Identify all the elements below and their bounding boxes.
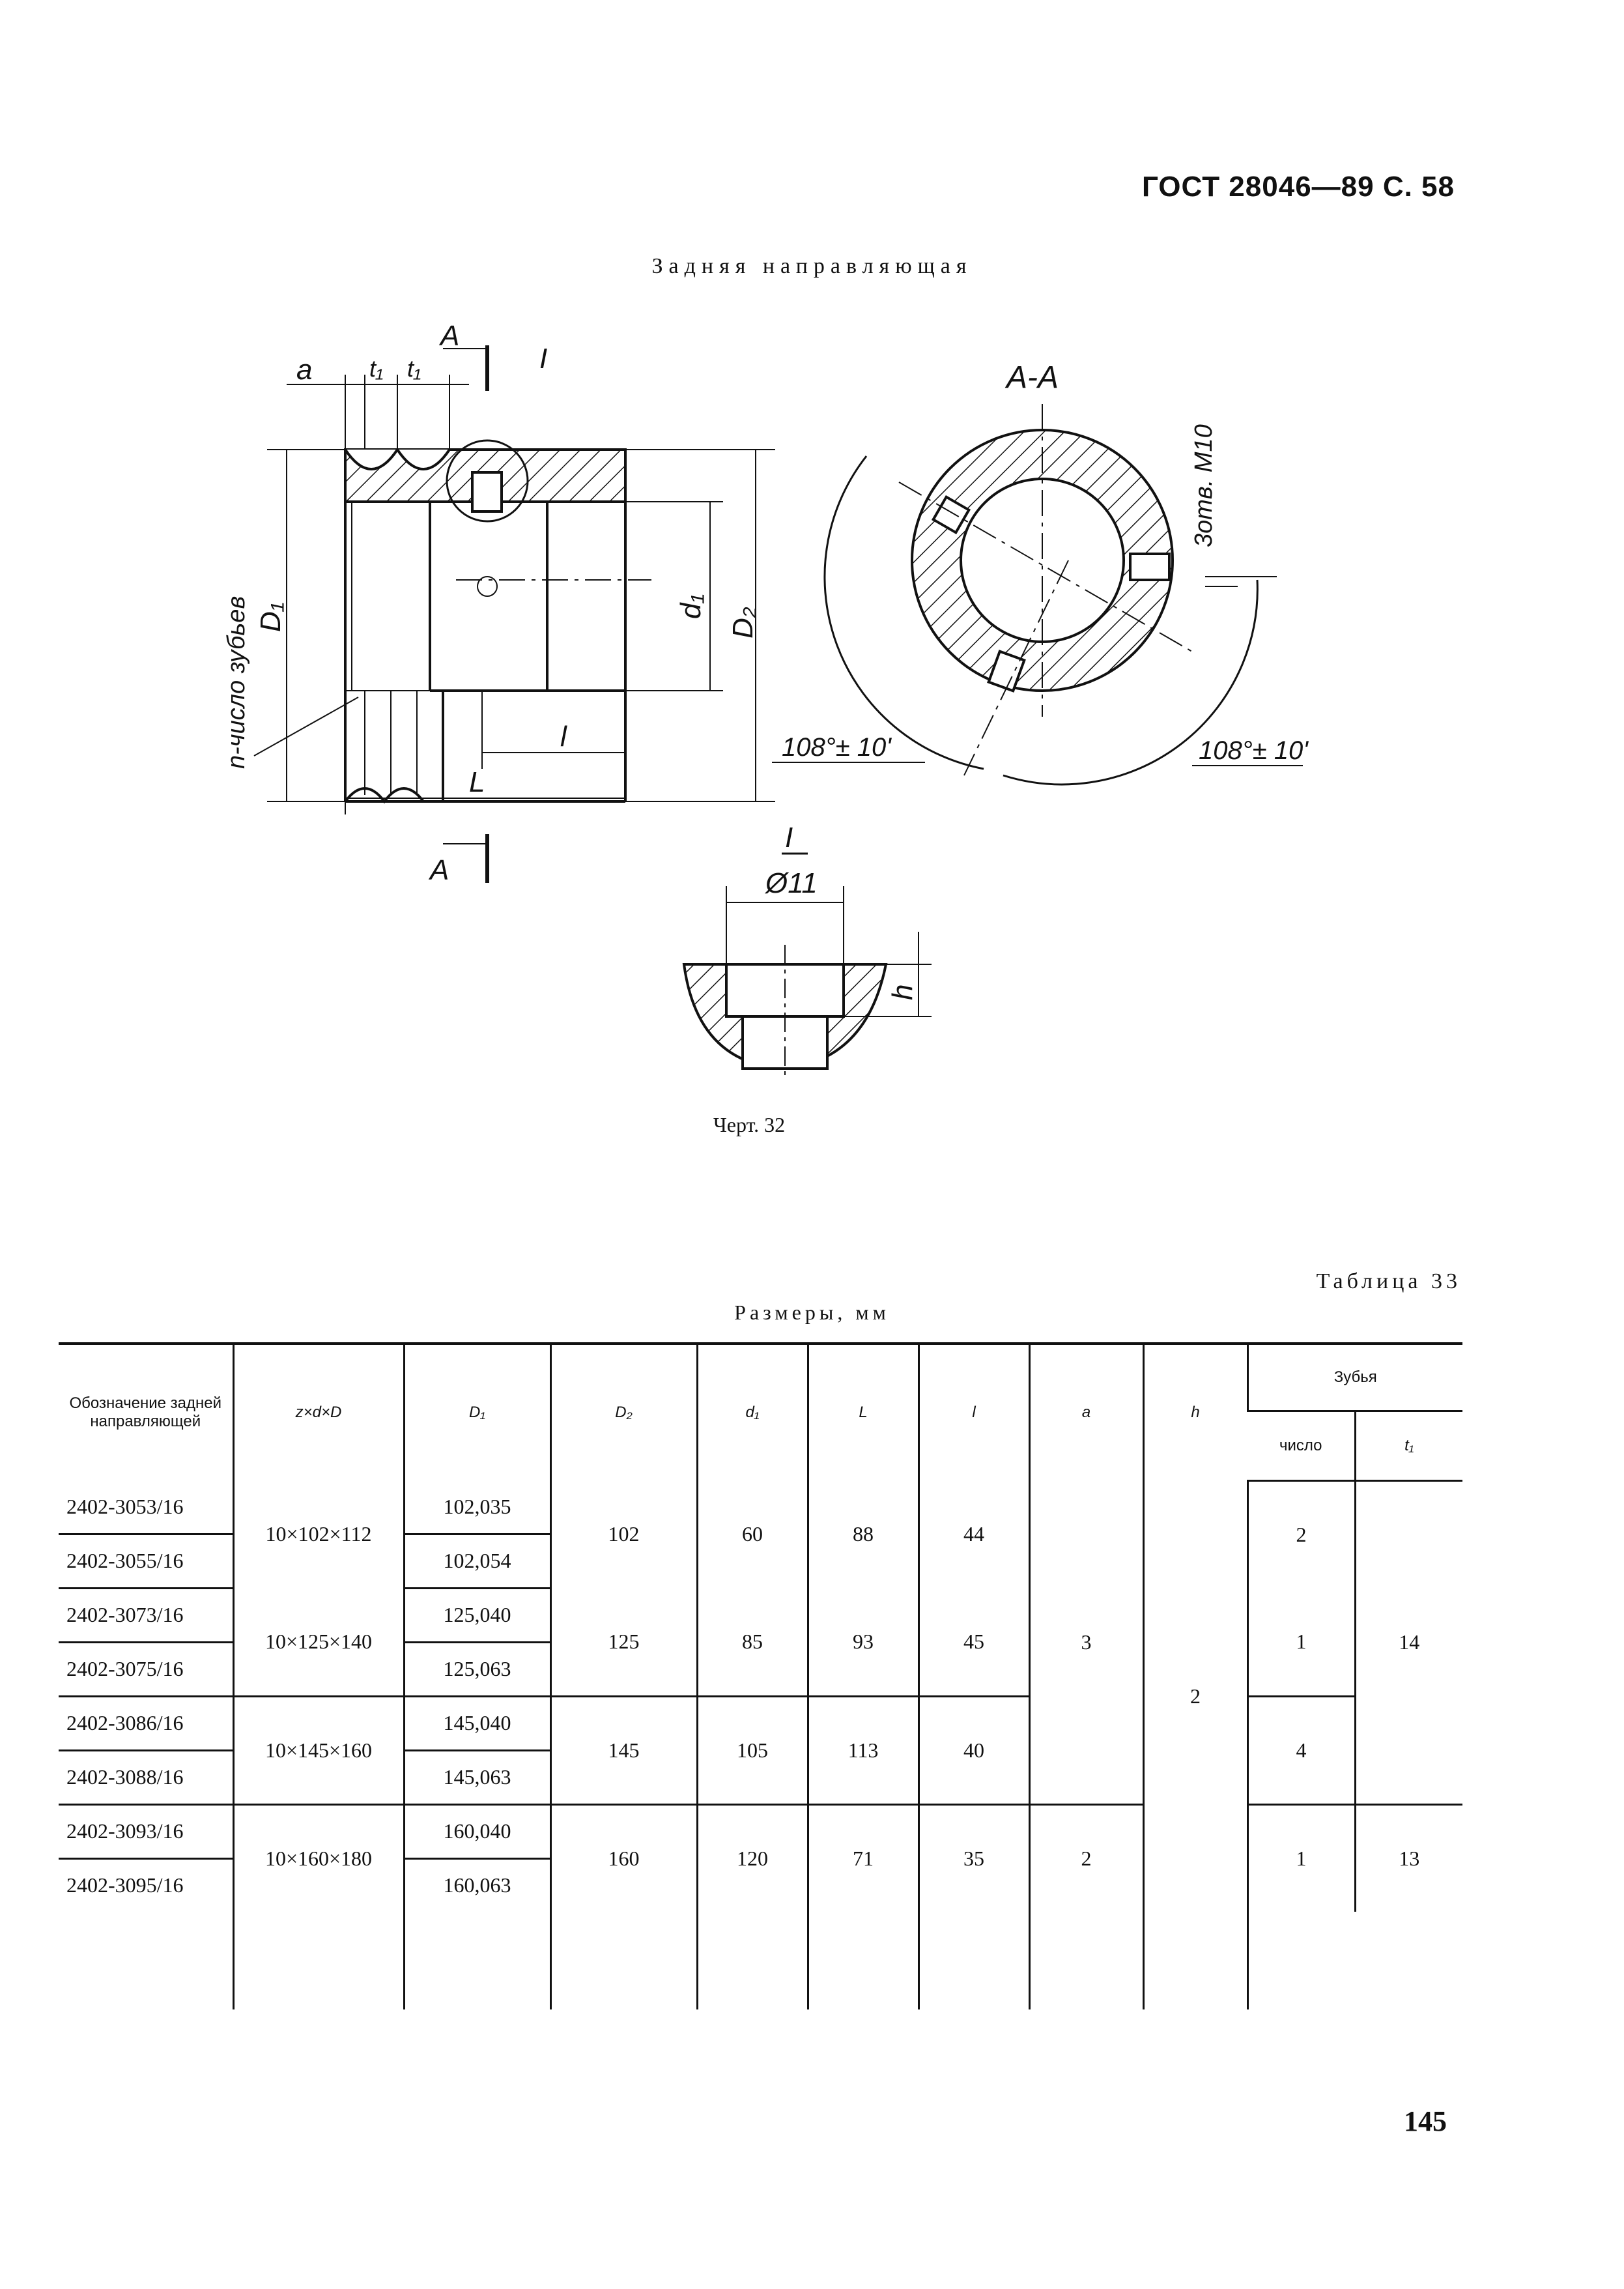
D1-cell: 102,035 — [403, 1480, 550, 1535]
L-cell: 88 — [806, 1480, 919, 1588]
header-t1: t₁ — [1354, 1411, 1463, 1482]
dim-label-t1-second: t₁ — [407, 355, 421, 382]
d1-cell: 60 — [696, 1480, 808, 1588]
l-cell: 35 — [917, 1804, 1029, 1912]
l-cell: 45 — [917, 1588, 1029, 1697]
table-row: 2402-3095/16 160,063 — [59, 1858, 1462, 1912]
designation-cell: 2402-3088/16 — [59, 1750, 233, 1806]
zdD-cell: 10×125×140 — [232, 1588, 404, 1697]
zdD-cell: 10×160×180 — [232, 1804, 404, 1912]
D1-cell: 160,040 — [403, 1804, 550, 1860]
table-row: 2402-3088/16 145,063 — [59, 1750, 1462, 1806]
zdD-cell: 10×102×112 — [232, 1480, 404, 1588]
header-d1: d₁ — [696, 1342, 808, 1481]
D1-cell: 160,063 — [403, 1858, 550, 1912]
table-row: 2402-3093/16 10×160×180 160,040 160 120 … — [59, 1804, 1463, 1912]
table-row: 2402-3055/16 102,054 — [59, 1534, 1462, 1589]
a-cell: 3 — [1028, 1480, 1143, 1806]
header-l: l — [917, 1342, 1029, 1481]
holes-label: 3отв. М10 — [1190, 424, 1218, 547]
teeth-count-cell: 4 — [1246, 1696, 1355, 1806]
designation-cell: 2402-3073/16 — [59, 1588, 233, 1643]
detail-mark: I — [539, 343, 547, 375]
drawing-caption: Черт. 32 — [713, 1113, 786, 1136]
page-header: ГОСТ 28046—89 С. 58 — [1141, 171, 1455, 203]
section-view-label: А-А — [1004, 360, 1059, 395]
section-view — [772, 404, 1303, 786]
section-mark-bottom: А — [428, 854, 449, 886]
teeth-count-cell: 1 — [1246, 1804, 1355, 1912]
dimensions-table: Обозначение задней направляющей z×d×D D₁… — [59, 1342, 1463, 2009]
t1-cell: 14 — [1354, 1480, 1463, 1806]
table-row: 2402-3075/16 125,063 — [59, 1642, 1462, 1697]
teeth-count-cell: 1 — [1246, 1588, 1355, 1697]
d1-cell: 105 — [696, 1696, 808, 1806]
d1-cell: 120 — [696, 1804, 808, 1912]
header-zdD: z×d×D — [232, 1342, 404, 1481]
D2-cell: 160 — [549, 1804, 697, 1912]
D1-cell: 125,040 — [403, 1588, 550, 1643]
header-a: a — [1028, 1342, 1143, 1481]
table-row: 2402-3073/16 10×125×140 125,040 125 85 9… — [59, 1588, 1462, 1697]
angle-label-right: 108°± 10' — [1199, 736, 1309, 765]
dim-label-a: a — [296, 354, 312, 386]
L-cell: 93 — [806, 1588, 919, 1697]
header-teeth-count: число — [1247, 1411, 1355, 1482]
detail-view — [682, 852, 932, 1075]
table-row: 2402-3053/16 10×102×112 102,035 102 60 8… — [59, 1480, 1463, 1912]
a-cell: 2 — [1028, 1804, 1143, 1912]
dim-label-d1: d₁ — [675, 594, 707, 619]
header-L: L — [806, 1342, 919, 1481]
designation-cell: 2402-3053/16 — [59, 1480, 233, 1535]
table-title: Таблица 33 — [1316, 1269, 1461, 1293]
table-filler-row — [59, 1911, 1462, 2009]
L-cell: 71 — [806, 1804, 919, 1912]
D2-cell: 125 — [549, 1588, 697, 1697]
D2-cell: 102 — [549, 1480, 697, 1588]
section-title: Задняя направляющая — [651, 254, 973, 278]
l-cell: 44 — [917, 1480, 1029, 1588]
dim-label-h: h — [887, 985, 919, 1000]
designation-cell: 2402-3093/16 — [59, 1804, 233, 1860]
header-h: h — [1142, 1342, 1247, 1481]
dim-label-D2: D₂ — [727, 607, 759, 639]
page-number: 145 — [1404, 2105, 1447, 2137]
side-view — [253, 345, 775, 883]
teeth-count-label: n-число зубьев — [223, 596, 250, 769]
detail-view-label: I — [785, 822, 793, 854]
section-mark-top: А — [438, 320, 459, 352]
designation-cell: 2402-3075/16 — [59, 1642, 233, 1697]
D1-cell: 102,054 — [403, 1534, 550, 1589]
header-teeth: Зубья — [1246, 1342, 1463, 1412]
l-cell: 40 — [917, 1696, 1029, 1806]
designation-cell: 2402-3086/16 — [59, 1696, 233, 1751]
D1-cell: 125,063 — [403, 1642, 550, 1697]
technical-drawing: a t₁ t₁ А А I D₁ D₂ d₁ l L n-число зубье… — [223, 320, 1309, 1075]
table-subtitle: Размеры, мм — [734, 1301, 890, 1324]
dim-label-l: l — [560, 721, 567, 753]
header-D1: D₁ — [403, 1342, 550, 1481]
designation-cell: 2402-3095/16 — [66, 1873, 184, 1897]
teeth-count-cell: 2 — [1246, 1480, 1355, 1588]
header-designation: Обозначение задней направляющей — [59, 1342, 233, 1481]
table-row: 2402-3086/16 10×145×160 145,040 145 105 … — [59, 1696, 1462, 1806]
diameter-label: Ø11 — [764, 867, 818, 899]
angle-label-left: 108°± 10' — [782, 733, 892, 762]
t1-cell: 13 — [1354, 1804, 1463, 1912]
header-D2: D₂ — [549, 1342, 697, 1481]
D1-cell: 145,040 — [403, 1696, 550, 1751]
D2-cell: 145 — [549, 1696, 697, 1806]
dim-label-t1-first: t₁ — [369, 355, 383, 382]
L-cell: 113 — [806, 1696, 919, 1806]
dim-label-L: L — [469, 766, 485, 798]
d1-cell: 85 — [696, 1588, 808, 1697]
zdD-cell: 10×145×160 — [232, 1696, 404, 1806]
D1-cell: 145,063 — [403, 1750, 550, 1806]
designation-cell: 2402-3055/16 — [59, 1534, 233, 1589]
dim-label-D1: D₁ — [255, 602, 287, 632]
h-cell: 2 — [1142, 1480, 1247, 1912]
